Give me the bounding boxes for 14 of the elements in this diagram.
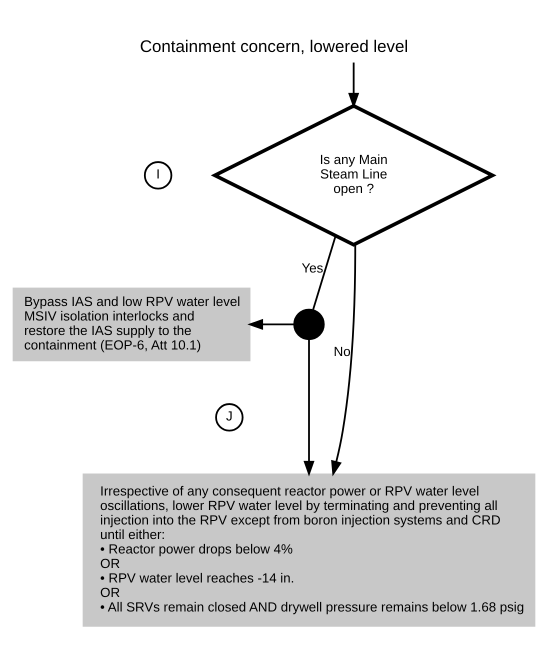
arrow [304,339,314,476]
node-box: Irrespective of any consequent reactor power or RPV water level oscillations, lower RPV water level by terminating and preventing all injection into the RPV except from boron injection systems and CRD until either: • Reactor power drops below 4% OR • RPV water level reaches -14 in. OR • All SRVs remain closed AND drywell pressure remains below 1.68 psig [82,472,536,626]
node-circle: J [215,402,244,432]
node-circle: I [144,160,172,189]
arrow [331,244,356,476]
connector [312,235,336,310]
diagram-title: Containment concern, lowered level [140,36,408,56]
node-circle [293,308,325,340]
node-box: Bypass IAS and low RPV water level MSIV isolation interlocks and restore the IAS supply to the containment (EOP-6, Att 10.1) [12,287,250,361]
arrow [247,318,294,330]
node-diamond: Is any Main Steam Line open ? [210,103,497,246]
edge-label: No [334,344,351,359]
edge-label: Yes [302,260,324,276]
arrow [348,62,360,108]
